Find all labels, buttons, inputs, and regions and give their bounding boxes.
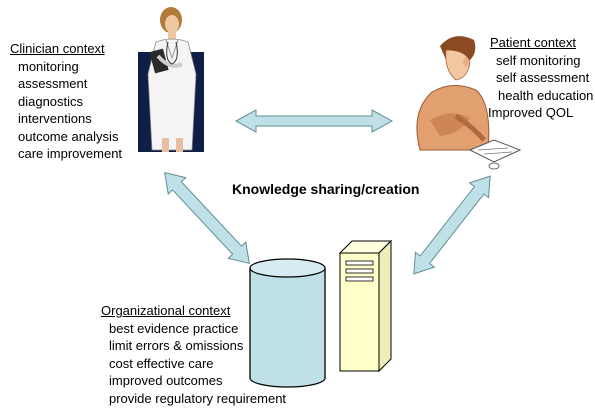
organization-item: improved outcomes [109, 373, 223, 388]
patient-context-title: Patient context [490, 35, 576, 50]
patient-item: Improved QOL [488, 105, 574, 120]
organization-item: limit errors & omissions [109, 338, 244, 353]
knowledge-sharing-label: Knowledge sharing/creation [232, 181, 420, 197]
double-arrow-clinician-organization [164, 171, 250, 265]
organizational-context-title: Organizational context [101, 303, 231, 318]
organization-item: provide regulatory requirement [109, 390, 287, 406]
organization-item: cost effective care [109, 355, 214, 371]
database-cylinder-icon [249, 258, 326, 388]
clinician-item: care improvement [18, 146, 123, 161]
clinician-context: Clinician context monitoring assessment … [10, 40, 122, 163]
clinician-item: outcome analysis [18, 128, 119, 144]
patient-at-computer-icon [416, 36, 522, 170]
patient-item: health education [498, 87, 594, 103]
patient-context: Patient context self monitoring self ass… [488, 34, 594, 122]
organizational-context: Organizational context best evidence pra… [101, 302, 286, 407]
clinician-context-title: Clinician context [10, 41, 105, 56]
clinician-item: monitoring [18, 58, 79, 74]
server-tower-icon [338, 239, 393, 373]
double-arrow-clinician-patient [234, 109, 394, 133]
clinician-item: interventions [18, 111, 92, 126]
double-arrow-patient-organization [413, 175, 491, 275]
organization-item: best evidence practice [109, 320, 239, 336]
clinician-item: diagnostics [18, 93, 84, 109]
patient-item: self assessment [496, 70, 590, 85]
doctor-icon [138, 7, 204, 152]
clinician-item: assessment [18, 76, 88, 91]
patient-item: self monitoring [496, 52, 581, 68]
